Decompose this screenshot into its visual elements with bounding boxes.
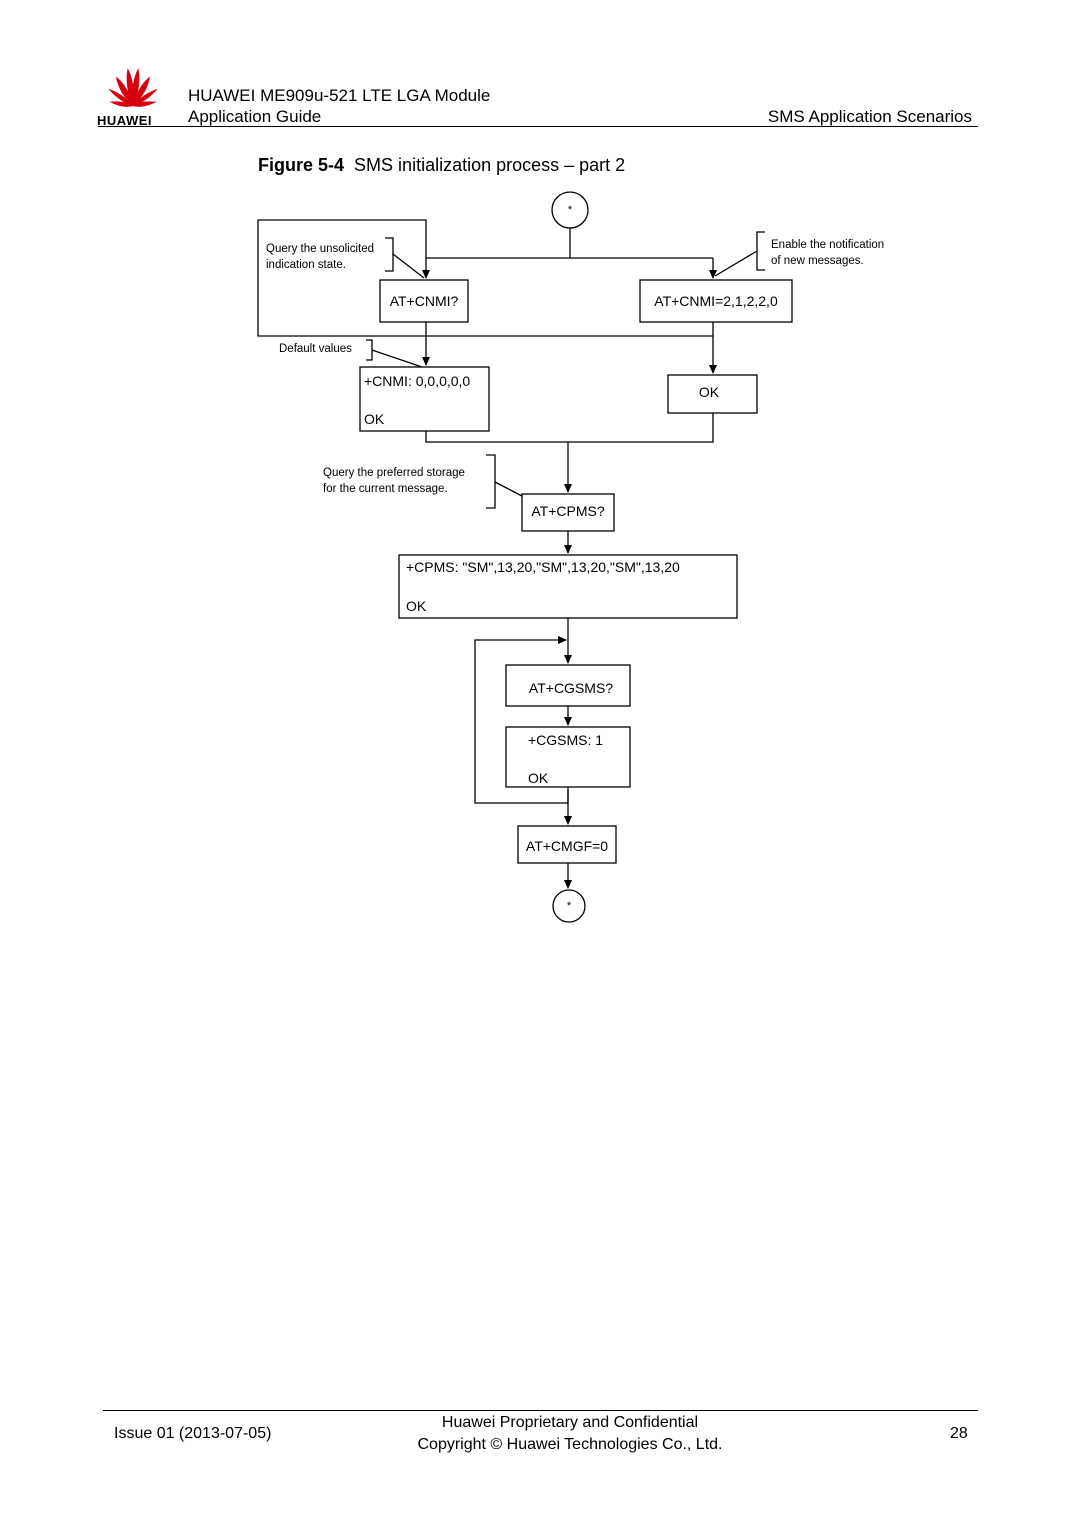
footer-copyright: Copyright © Huawei Technologies Co., Ltd… [417,1436,723,1453]
box-cgsms-query [505,664,631,707]
figure-title: SMS initialization process – part 2 [354,155,626,175]
footer-rule [103,1410,978,1411]
footer-page-number: 28 [950,1425,968,1442]
connector-bottom [552,889,586,923]
figure-number: Figure 5-4 [258,155,345,175]
bracket-enable-notification [756,231,765,271]
note-enable-notification-1: Enable the notification [771,239,884,251]
annotation-frame-left [257,219,713,337]
footer-issue: Issue 01 (2013-07-05) [114,1425,272,1442]
box-set-ok [667,374,758,414]
footer-confidential: Huawei Proprietary and Confidential [441,1414,699,1431]
box-cgsms-response [505,726,631,788]
resp-cnmi: +CNMI: 0,0,0,0,0 [364,373,470,389]
bracket-preferred-storage [486,454,496,509]
box-cmgf [517,825,617,864]
note-enable-notification-2: of new messages. [771,255,864,267]
brand-wordmark: HUAWEI [97,113,152,128]
box-cpms-response [398,554,738,619]
huawei-logo [98,62,168,130]
resp-cgsms-ok: OK [528,770,549,786]
note-query-unsolicited-1: Query the unsolicited [266,243,374,255]
box-cnmi-query [379,279,469,323]
resp-cgsms: +CGSMS: 1 [528,732,603,748]
box-cpms-query [521,493,615,532]
cmd-cnmi-set: AT+CNMI=2,1,2,2,0 [654,293,778,309]
resp-set-ok: OK [699,384,720,400]
box-cnmi-response [359,366,490,432]
huawei-logo-mark [108,68,158,107]
cmd-cmgf: AT+CMGF=0 [526,838,608,854]
note-preferred-storage-1: Query the preferred storage [323,467,465,479]
cmd-cnmi-query: AT+CNMI? [390,293,459,309]
bracket-default-values [366,339,373,361]
header-product: HUAWEI ME909u-521 LTE LGA Module [188,86,491,105]
note-preferred-storage-2: for the current message. [323,483,448,495]
figure-caption: Figure 5-4 SMS initialization process – … [258,155,625,176]
connector-top-label: * [568,204,573,216]
note-default-values: Default values [279,343,352,355]
box-cnmi-set [639,279,793,323]
resp-cnmi-ok: OK [364,411,385,427]
cmd-cgsms-query: AT+CGSMS? [529,680,613,696]
header-rule [98,126,978,127]
bracket-query-unsolicited [385,237,394,272]
connector-bottom-label: * [567,900,572,912]
cmd-cpms-query: AT+CPMS? [531,503,604,519]
resp-cpms-ok: OK [406,598,427,614]
header-section: SMS Application Scenarios [767,107,972,126]
header-doc-type: Application Guide [188,107,322,126]
resp-cpms: +CPMS: "SM",13,20,"SM",13,20,"SM",13,20 [406,559,680,575]
sms-init-flowchart: * * Query the unsolicited indication sta… [257,191,884,923]
note-query-unsolicited-2: indication state. [266,259,346,271]
